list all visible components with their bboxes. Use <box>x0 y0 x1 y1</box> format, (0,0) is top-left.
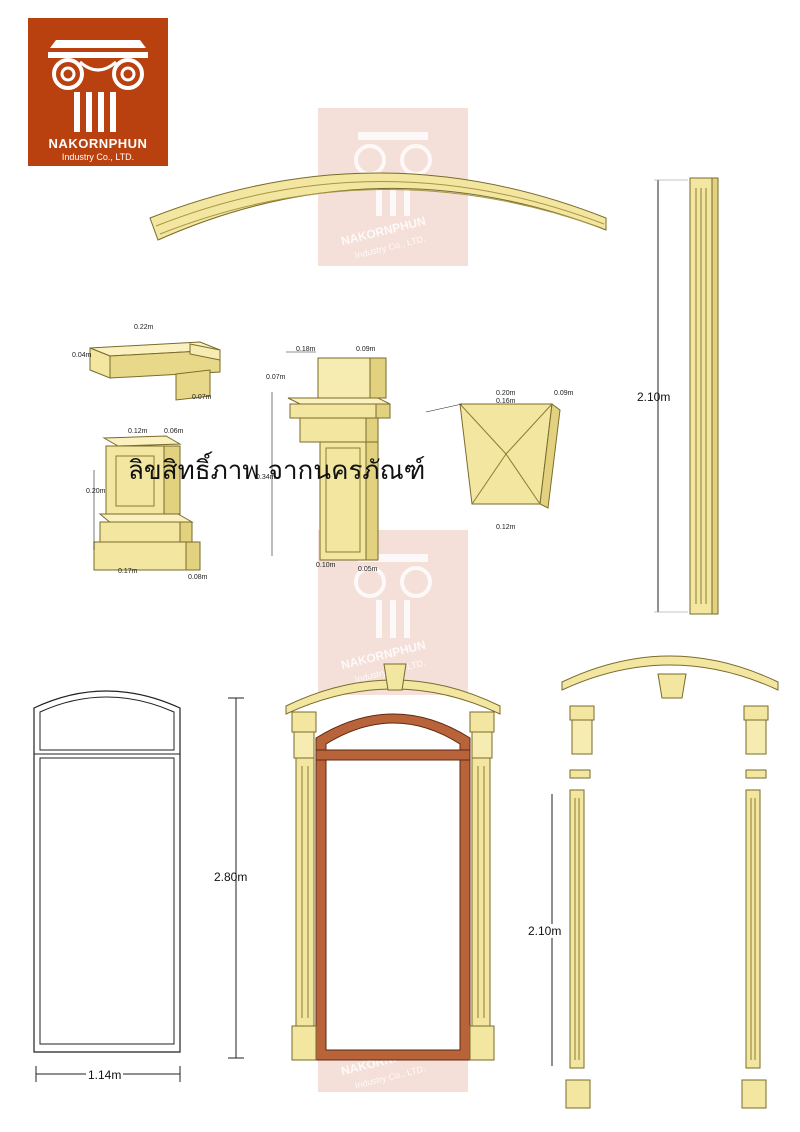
capital-base-width-label: 0.10m <box>316 562 336 569</box>
tall-pilaster-height-label: 2.10m <box>637 390 671 404</box>
arch-cornice <box>149 172 607 241</box>
tall-pilaster <box>654 177 719 615</box>
ionic-column-logo-icon <box>48 40 148 132</box>
logo-company-name: NAKORNPHUN <box>48 136 148 151</box>
capital-width-label: 0.18m <box>296 346 316 353</box>
logo-company-subtitle: Industry Co., LTD. <box>61 152 135 162</box>
keystone-bottom-label: 0.12m <box>496 524 516 531</box>
keystone-side-label: 0.09m <box>554 390 574 397</box>
assembled-window <box>285 663 501 1061</box>
capital-side-label: 0.09m <box>356 346 376 353</box>
keystone-top-label: 0.20m <box>496 390 516 397</box>
block-depth-label: 0.07m <box>192 394 212 401</box>
watermark-column-icon <box>354 554 432 638</box>
window-outline <box>33 690 244 1082</box>
capital-base-depth-label: 0.05m <box>358 566 378 573</box>
pilaster-capital <box>271 351 391 561</box>
keystone <box>425 403 561 509</box>
exploded-window <box>551 655 779 1109</box>
window-height-label: 2.80m <box>214 870 248 884</box>
pedestal-depth-label: 0.08m <box>188 574 208 581</box>
copyright-notice: ลิขสิทธิ์ภาพ จากนครภัณฑ์ <box>128 456 426 486</box>
keystone-mid-label: 0.16m <box>496 398 516 405</box>
exploded-pilaster-height-label: 2.10m <box>528 924 562 938</box>
capital-height-label: 0.34m <box>256 474 276 481</box>
pedestal-top-width-label: 0.12m <box>128 428 148 435</box>
block-width-label: 0.22m <box>134 324 154 331</box>
pedestal-width-label: 0.17m <box>118 568 138 575</box>
pedestal-height-label: 0.20m <box>86 488 106 495</box>
cornice-block <box>89 341 221 401</box>
window-width-label: 1.14m <box>86 1068 124 1082</box>
pedestal-top-depth-label: 0.06m <box>164 428 184 435</box>
company-logo: NAKORNPHUN Industry Co., LTD. <box>28 18 168 166</box>
block-height-label: 0.04m <box>72 352 92 359</box>
pilaster-pedestal <box>93 435 201 571</box>
capital-top-label: 0.07m <box>266 374 286 381</box>
